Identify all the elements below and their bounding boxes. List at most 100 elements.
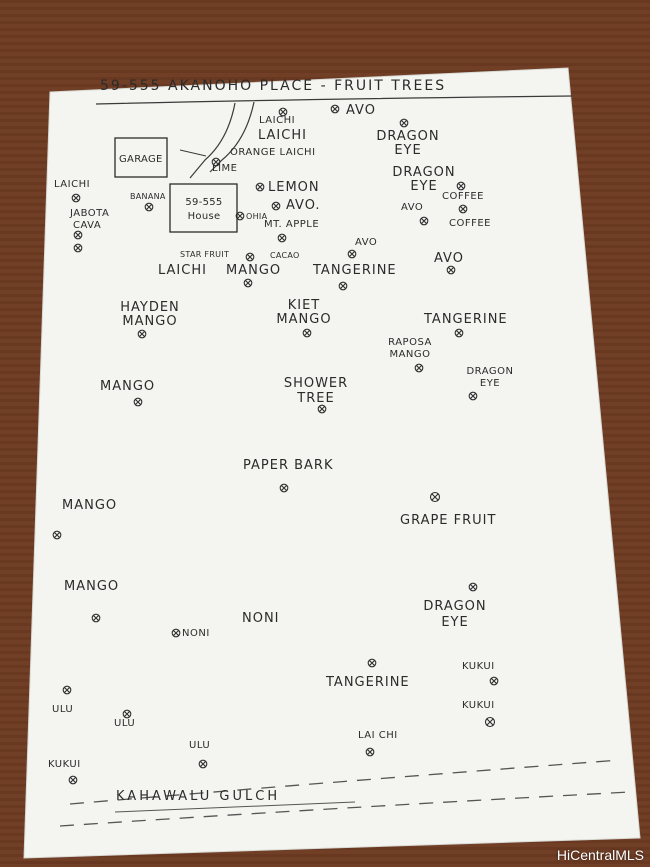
tree-marker: [255, 182, 265, 192]
tree-marker: [133, 397, 143, 407]
tree-label-avo: AVO: [401, 202, 424, 213]
tree-marker: [211, 157, 221, 167]
tree-marker: [468, 582, 478, 592]
gulch-line-top: [69, 759, 621, 805]
tree-marker: [235, 211, 245, 221]
tree-label-paper-bark: PAPER BARK: [243, 458, 334, 473]
tree-marker: [73, 230, 83, 240]
tree-label-laichi: LAICHI: [54, 179, 91, 190]
tree-label-tangerine: TANGERINE: [326, 675, 410, 690]
tree-label-avo: AVO: [355, 237, 378, 248]
house-label: 59-555 House: [185, 197, 223, 222]
tree-label-avo: AVO: [434, 251, 464, 266]
tree-label-raposa-mango: RAPOSA MANGO: [388, 337, 432, 360]
tree-marker: [144, 202, 154, 212]
tree-label-coffee: COFFEE: [442, 191, 484, 202]
tree-marker: [52, 530, 62, 540]
tree-label-jabota: JABOTA: [70, 208, 110, 219]
tree-label-laichi: LAICHI: [259, 115, 296, 126]
tree-marker: [446, 265, 456, 275]
tree-label-ulu: ULU: [189, 740, 211, 751]
garage-label: GARAGE: [119, 154, 163, 165]
tree-marker: [456, 181, 466, 191]
tree-label-kukui: KUKUI: [462, 661, 495, 672]
tree-label-avo: AVO.: [286, 198, 321, 213]
tree-marker: [399, 118, 409, 128]
title-underline: [95, 95, 573, 105]
tree-label-tangerine: TANGERINE: [313, 263, 397, 278]
tree-label-hayden-mango: HAYDEN MANGO: [120, 300, 180, 329]
tree-marker: [367, 658, 377, 668]
tree-label-cacao: CACAO: [270, 251, 300, 260]
tree-label-mango: MANGO: [62, 498, 118, 513]
tree-label-cava: CAVA: [73, 220, 102, 231]
tree-label-ulu: ULU: [52, 704, 74, 715]
tree-marker: [429, 491, 441, 503]
tree-label-dragon-eye: DRAGON EYE: [466, 366, 514, 389]
tree-label-dragon-eye: DRAGON EYE: [392, 165, 456, 194]
tree-label-ohia: OHIA: [246, 212, 268, 221]
tree-marker: [330, 104, 340, 114]
tree-label-mt-apple: MT. APPLE: [264, 219, 320, 230]
tree-label-kiet-mango: KIET MANGO: [276, 298, 332, 327]
tree-marker: [68, 775, 78, 785]
tree-marker: [365, 747, 375, 757]
watermark: HiCentralMLS: [556, 847, 644, 863]
tree-label-kukui: KUKUI: [48, 759, 81, 770]
tree-label-dragon-eye: DRAGON EYE: [423, 599, 487, 630]
tree-label-noni: NONI: [182, 628, 210, 639]
tree-marker: [198, 759, 208, 769]
tree-label-avo: AVO: [346, 103, 376, 118]
map-title: 59-555 AKANOHO PLACE - FRUIT TREES: [100, 78, 447, 94]
tree-marker: [489, 676, 499, 686]
tree-marker: [91, 613, 101, 623]
tree-marker: [279, 483, 289, 493]
tree-label-shower-tree: SHOWER TREE: [283, 376, 349, 406]
tree-marker: [458, 204, 468, 214]
tree-marker: [278, 107, 288, 117]
tree-marker: [122, 709, 132, 719]
tree-label-star-fruit: STAR FRUIT: [180, 250, 230, 259]
tree-marker: [137, 329, 147, 339]
house-outline: [169, 183, 238, 233]
tree-label-mango: MANGO: [100, 379, 156, 394]
tree-label-banana: BANANA: [130, 192, 166, 201]
tree-marker: [419, 216, 429, 226]
tree-label-noni: NONI: [242, 611, 280, 626]
tree-marker: [277, 233, 287, 243]
tree-marker: [245, 252, 255, 262]
tree-marker: [468, 391, 478, 401]
gulch-line-bottom: [59, 791, 631, 827]
tree-label-lemon: LEMON: [268, 180, 320, 195]
driveway-right: [209, 101, 255, 173]
tree-label-orange-laichi: ORANGE LAICHI: [230, 147, 316, 158]
tree-marker: [73, 243, 83, 253]
paper-shape: [23, 67, 641, 859]
tree-marker: [171, 628, 181, 638]
tree-marker: [484, 716, 496, 728]
tree-label-tangerine: TANGERINE: [424, 312, 508, 327]
tree-marker: [62, 685, 72, 695]
tree-label-lai-chi: LAI CHI: [358, 730, 398, 741]
tree-marker: [271, 201, 281, 211]
tree-marker: [338, 281, 348, 291]
tree-label-coffee: COFFEE: [449, 218, 491, 229]
tree-label-laichi: LAICHI: [258, 128, 307, 143]
tree-marker: [302, 328, 312, 338]
gulch-label-underline: [114, 801, 356, 813]
tree-marker: [347, 249, 357, 259]
tree-marker: [414, 363, 424, 373]
tree-label-dragon-eye: DRAGON EYE: [376, 129, 440, 158]
tree-label-kukui: KUKUI: [462, 700, 495, 711]
tree-label-mango: MANGO: [226, 263, 282, 278]
tree-label-lime: LIME: [212, 163, 238, 174]
gulch-label: KAHAWALU GULCH: [116, 789, 281, 804]
tree-label-ulu: ULU: [114, 718, 136, 729]
tree-label-laichi: LAICHI: [158, 263, 207, 278]
tree-marker: [243, 278, 253, 288]
garage-path: [179, 149, 207, 157]
tree-marker: [454, 328, 464, 338]
driveway-left: [189, 102, 236, 179]
